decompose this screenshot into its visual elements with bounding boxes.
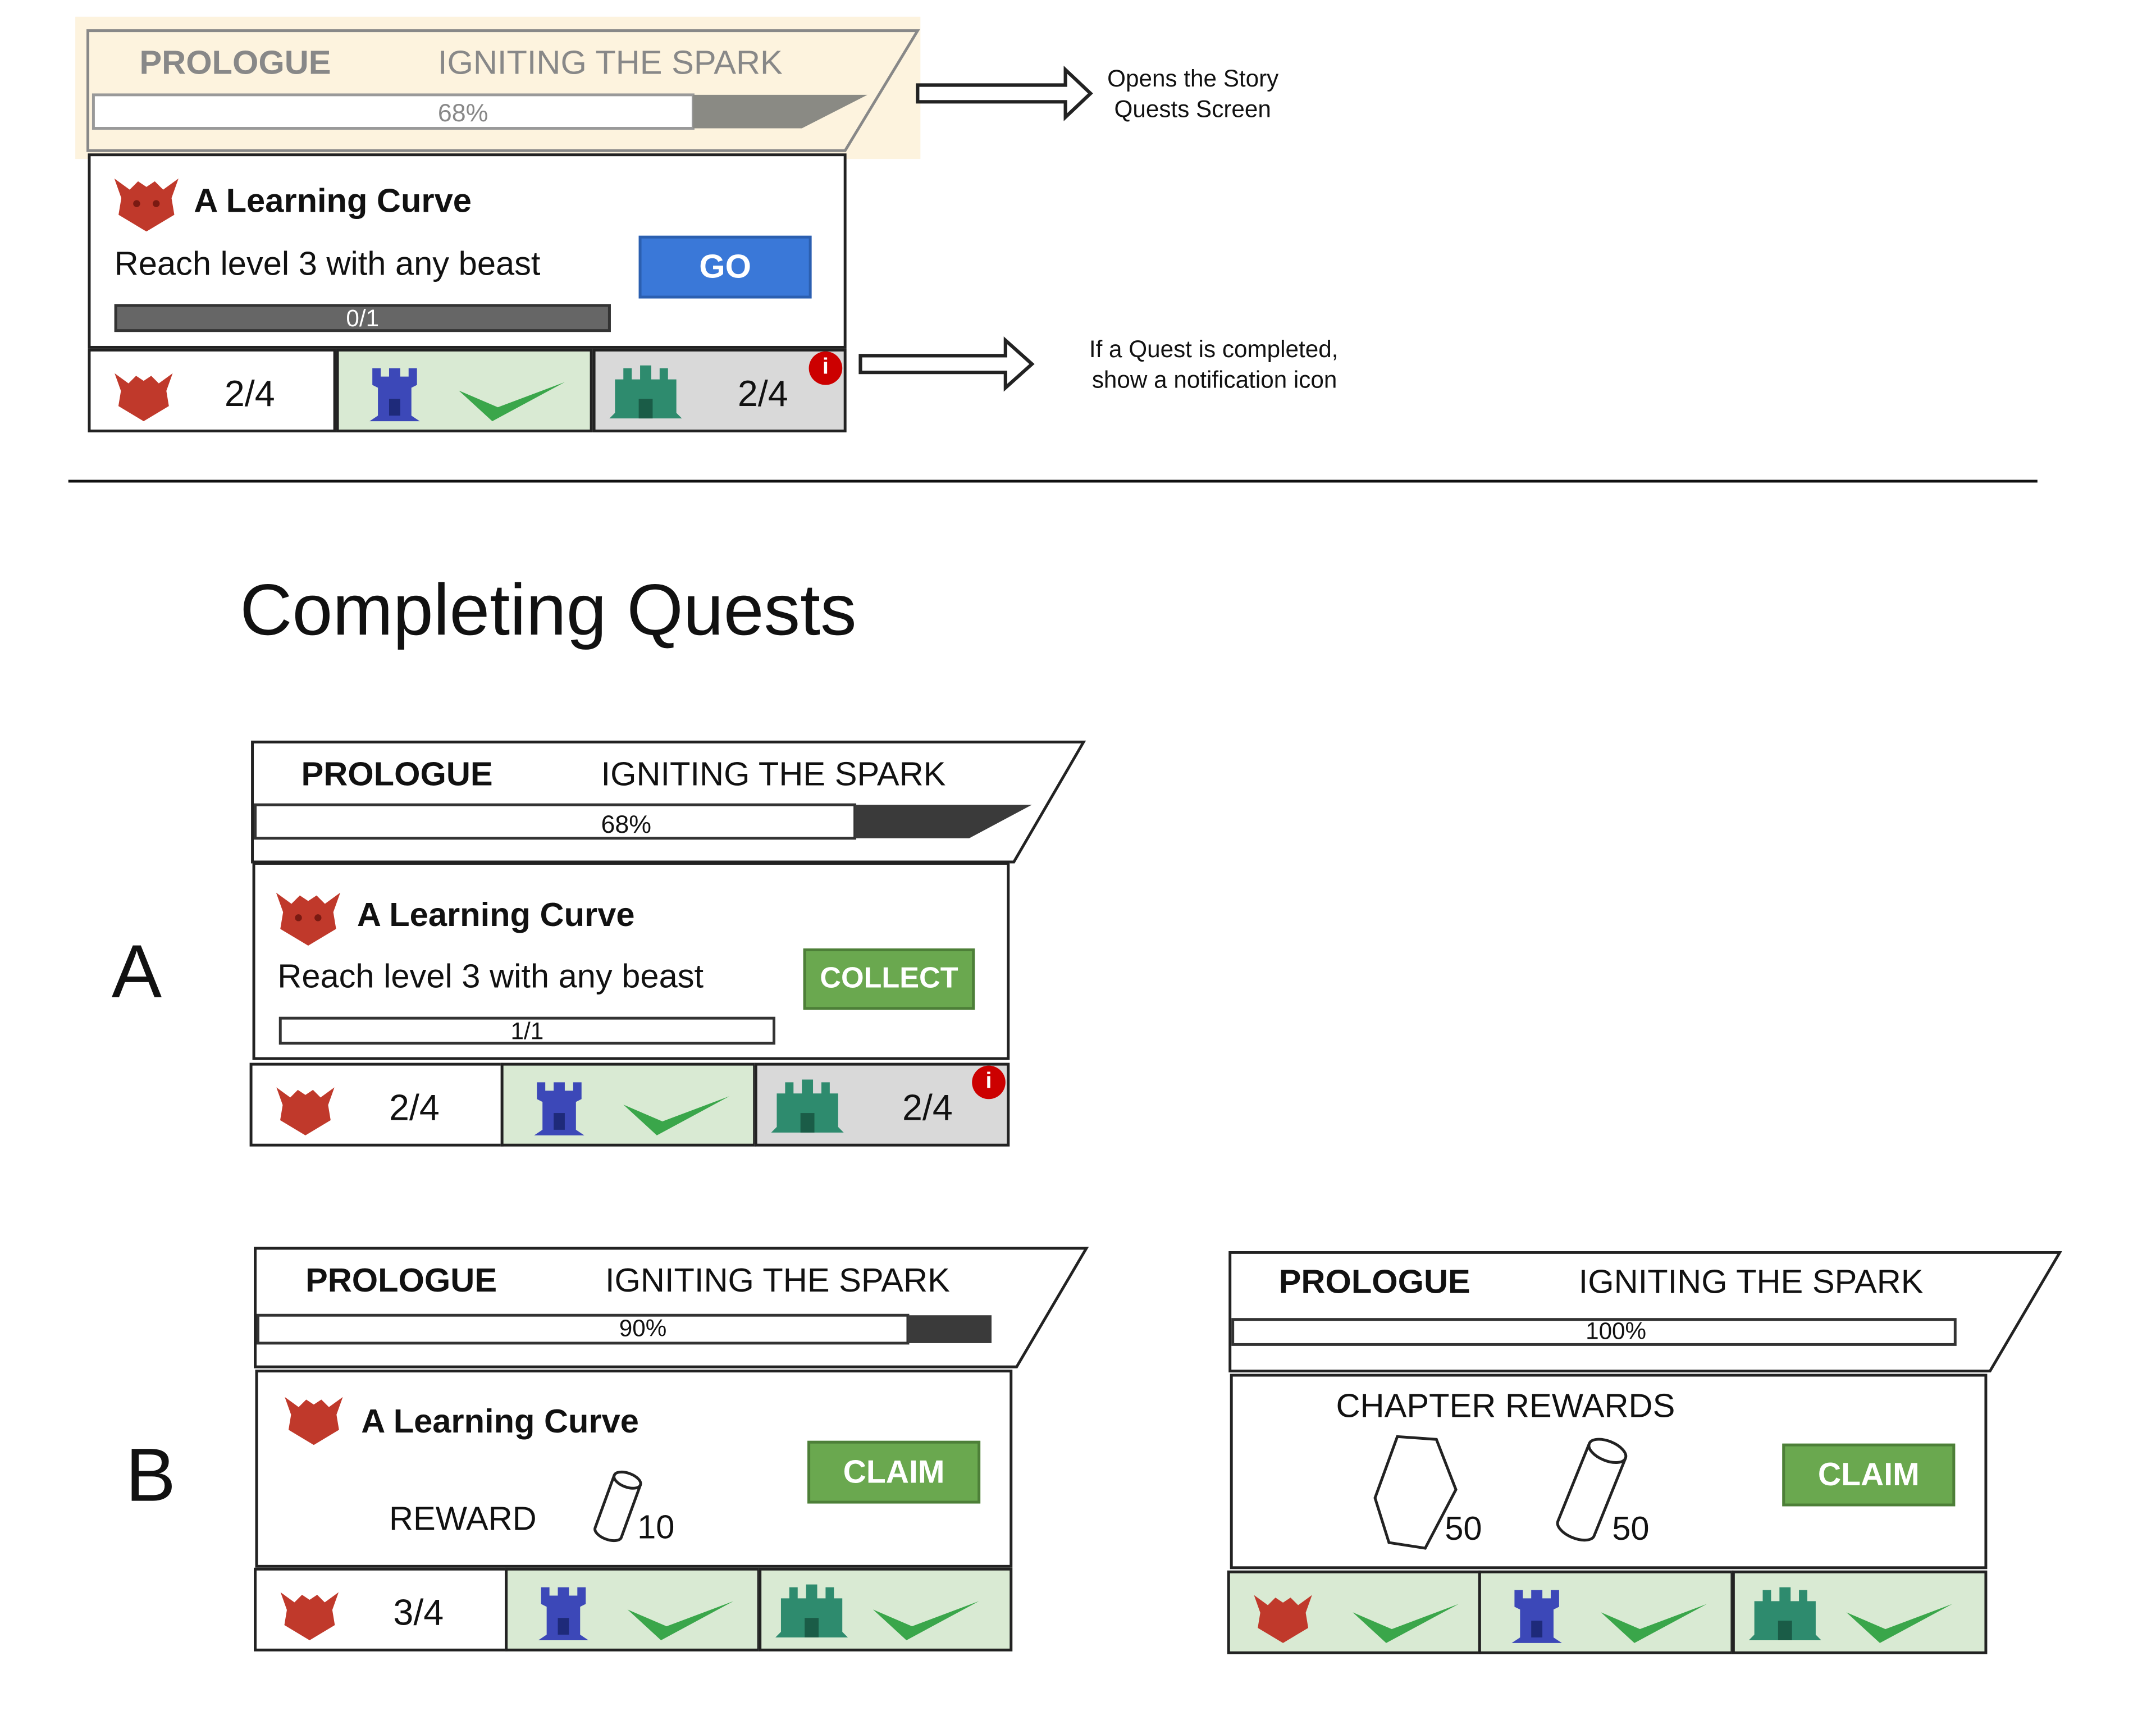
- b-right-chapter-progress-label: 100%: [1586, 1318, 1647, 1345]
- tab-count: 3/4: [393, 1591, 444, 1634]
- b-left-quest-title: A Learning Curve: [361, 1403, 639, 1441]
- b-left-reward-label: REWARD: [389, 1500, 537, 1539]
- cylinder-icon: [1556, 1438, 1628, 1542]
- a-chapter-title: IGNITING THE SPARK: [601, 756, 946, 794]
- top-quest-description: Reach level 3 with any beast: [114, 245, 541, 284]
- b-right-chapter-label: PROLOGUE: [1278, 1263, 1470, 1302]
- collect-button[interactable]: COLLECT: [803, 948, 975, 1010]
- castle-icon: [775, 1584, 848, 1637]
- tab-castle[interactable]: [759, 1567, 1013, 1651]
- b-left-chapter-label: PROLOGUE: [305, 1262, 497, 1300]
- beast-icon: [1254, 1595, 1312, 1643]
- claim-button[interactable]: CLAIM: [807, 1440, 981, 1504]
- b-right-tabs-row: [1227, 1570, 1988, 1654]
- tab-castle[interactable]: [1732, 1570, 1988, 1654]
- tab-tower[interactable]: [505, 1567, 760, 1651]
- chapter-rewards-label: CHAPTER REWARDS: [1336, 1388, 1675, 1426]
- go-button[interactable]: GO: [638, 235, 812, 299]
- tower-icon: [538, 1587, 589, 1640]
- top-chapter-title: IGNITING THE SPARK: [437, 44, 783, 83]
- b-right-chapter-title: IGNITING THE SPARK: [1578, 1263, 1924, 1302]
- check-icon: [1353, 1604, 1459, 1643]
- check-icon: [627, 1601, 734, 1640]
- tab-count: 2/4: [224, 372, 275, 414]
- tab-castle[interactable]: 2/4: [754, 1062, 1010, 1147]
- b-left-chapter-title: IGNITING THE SPARK: [605, 1262, 950, 1300]
- tab-beast[interactable]: 2/4: [88, 348, 336, 432]
- check-icon: [459, 382, 565, 422]
- tab-beast[interactable]: 2/4: [249, 1062, 504, 1147]
- section-letter-a: A: [111, 930, 162, 1014]
- b-right-chapter-header[interactable]: [0, 0, 2092, 1395]
- top-tabs-row: 2/4 2/4 i: [88, 348, 847, 432]
- tower-icon: [1511, 1590, 1562, 1643]
- claim-chapter-button[interactable]: CLAIM: [1782, 1443, 1956, 1507]
- b-left-chapter-progress-label: 90%: [619, 1315, 667, 1342]
- annotation-notify-line1: If a Quest is completed,: [1089, 336, 1339, 363]
- top-quest-title: A Learning Curve: [194, 183, 472, 221]
- beast-icon: [285, 1397, 343, 1445]
- beast-icon: [276, 1087, 335, 1135]
- castle-icon: [771, 1079, 844, 1133]
- check-icon: [1846, 1604, 1953, 1643]
- cylinder-amount: 50: [1612, 1510, 1650, 1549]
- section-divider: [68, 480, 2038, 483]
- b-left-chapter-header[interactable]: [0, 0, 1116, 1395]
- top-chapter-header[interactable]: [0, 0, 976, 167]
- cylinder-icon: [593, 1470, 642, 1543]
- beast-icon: [280, 1592, 339, 1640]
- tab-beast[interactable]: 3/4: [254, 1567, 508, 1651]
- tower-icon: [534, 1082, 584, 1135]
- a-chapter-header[interactable]: [0, 0, 1116, 893]
- top-highlight: [75, 16, 921, 159]
- top-quest-progress-bar: 0/1: [114, 304, 611, 332]
- notification-icon: i: [808, 351, 843, 385]
- annotation-story-line2: Quests Screen: [1114, 96, 1271, 123]
- section-title: Completing Quests: [240, 570, 857, 651]
- beast-icon: [115, 373, 173, 422]
- beast-icon: [114, 178, 179, 232]
- tab-count: 2/4: [389, 1086, 440, 1129]
- check-icon: [873, 1601, 979, 1640]
- tab-beast[interactable]: [1227, 1570, 1481, 1654]
- tower-icon: [369, 368, 420, 422]
- section-letter-b: B: [125, 1434, 176, 1518]
- b-left-reward-amount: 10: [637, 1509, 675, 1547]
- top-chapter-progress-label: 68%: [437, 99, 488, 127]
- tab-castle[interactable]: 2/4: [592, 348, 847, 432]
- gem-amount: 50: [1445, 1510, 1482, 1549]
- a-quest-description: Reach level 3 with any beast: [277, 958, 704, 996]
- top-chapter-label: PROLOGUE: [139, 44, 331, 83]
- tab-tower[interactable]: [336, 348, 593, 432]
- check-icon: [623, 1096, 730, 1135]
- gem-icon: [1373, 1435, 1458, 1550]
- tab-count: 2/4: [902, 1086, 953, 1129]
- beast-icon: [276, 892, 341, 946]
- tab-tower[interactable]: [1478, 1570, 1734, 1654]
- arrow-icon: [858, 336, 1035, 392]
- arrow-icon: [916, 65, 1093, 121]
- a-quest-progress-bar: 1/1: [278, 1016, 775, 1045]
- castle-icon: [609, 365, 682, 419]
- b-left-tabs-row: 3/4: [254, 1567, 1013, 1651]
- a-chapter-progress-label: 68%: [601, 810, 652, 838]
- a-tabs-row: 2/4 2/4 i: [249, 1062, 1010, 1147]
- tab-count: 2/4: [737, 372, 788, 414]
- annotation-story-line1: Opens the Story: [1107, 65, 1279, 92]
- check-icon: [1601, 1604, 1707, 1643]
- tab-tower[interactable]: [500, 1062, 756, 1147]
- a-quest-title: A Learning Curve: [357, 897, 635, 935]
- castle-icon: [1748, 1587, 1821, 1640]
- a-chapter-label: PROLOGUE: [301, 756, 493, 794]
- notification-icon: i: [972, 1065, 1006, 1099]
- annotation-notify-line2: show a notification icon: [1091, 367, 1337, 394]
